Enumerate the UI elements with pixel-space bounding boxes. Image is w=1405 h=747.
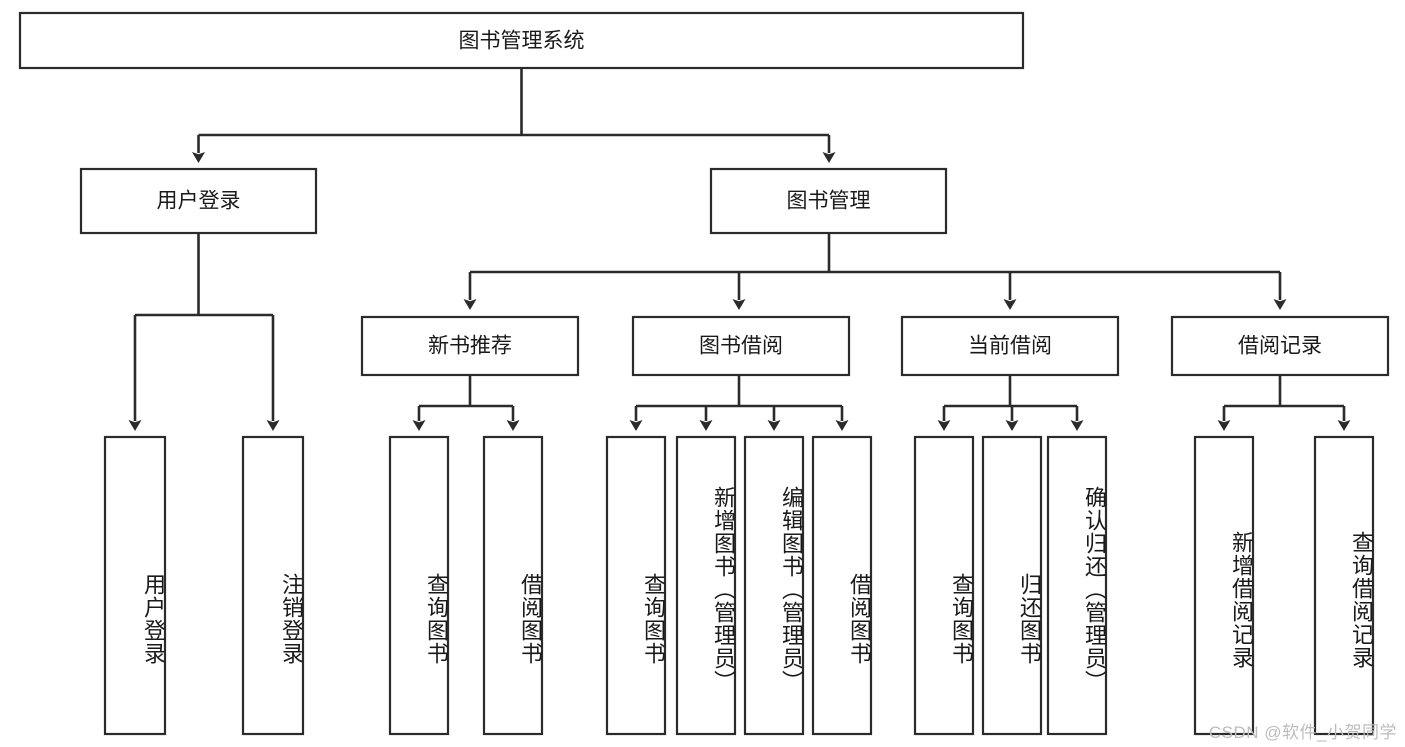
node-leaf-query-book-1[interactable] — [388, 435, 450, 736]
edge-book-borrow-bus — [636, 375, 842, 408]
node-current-borrow-label: 当前借阅 — [968, 335, 1052, 358]
node-leaf-add-record[interactable] — [1193, 435, 1255, 736]
node-book-management-label: 图书管理 — [787, 190, 871, 213]
node-current-borrow[interactable]: 当前借阅 — [900, 315, 1120, 377]
edge-book-management-bus — [470, 233, 1280, 274]
edge-layer — [128, 68, 1351, 431]
node-user-login-label: 用户登录 — [157, 190, 241, 213]
node-new-book-recommend[interactable]: 新书推荐 — [360, 315, 580, 377]
node-leaf-borrow-book-2[interactable] — [811, 435, 873, 736]
node-borrow-record-label: 借阅记录 — [1238, 335, 1322, 358]
node-book-management[interactable]: 图书管理 — [709, 167, 948, 235]
node-book-borrow-label: 图书借阅 — [699, 335, 783, 358]
node-borrow-record[interactable]: 借阅记录 — [1170, 315, 1390, 377]
edge-root-bus — [198, 68, 829, 137]
edge-borrow-record-bus — [1224, 375, 1344, 408]
node-leaf-query-book-3[interactable] — [913, 435, 975, 736]
node-leaf-return-book[interactable] — [981, 435, 1043, 736]
edge-current-borrow-bus — [944, 375, 1077, 408]
node-leaf-borrow-book-1[interactable] — [482, 435, 544, 736]
node-root-label: 图书管理系统 — [459, 30, 585, 53]
node-user-login[interactable]: 用户登录 — [79, 167, 318, 235]
node-leaf-add-book[interactable] — [675, 435, 737, 736]
node-leaf-confirm-return[interactable] — [1046, 435, 1108, 736]
node-leaf-user-logout[interactable] — [241, 435, 305, 736]
csdn-watermark: CSDN @软件_小贺同学 — [1208, 723, 1397, 742]
node-layer: 图书管理系统 用户登录 图书管理 新书推荐 图书借阅 当前 — [18, 11, 1390, 736]
edge-user-login-bus — [135, 233, 273, 317]
node-root[interactable]: 图书管理系统 — [18, 11, 1025, 70]
node-leaf-query-book-2[interactable] — [605, 435, 667, 736]
node-book-borrow[interactable]: 图书借阅 — [631, 315, 851, 377]
node-new-book-recommend-label: 新书推荐 — [428, 335, 512, 358]
node-leaf-user-login[interactable] — [103, 435, 167, 736]
node-leaf-query-record[interactable] — [1313, 435, 1375, 736]
node-leaf-edit-book[interactable] — [743, 435, 805, 736]
edge-new-book-recommend-bus — [419, 375, 513, 408]
